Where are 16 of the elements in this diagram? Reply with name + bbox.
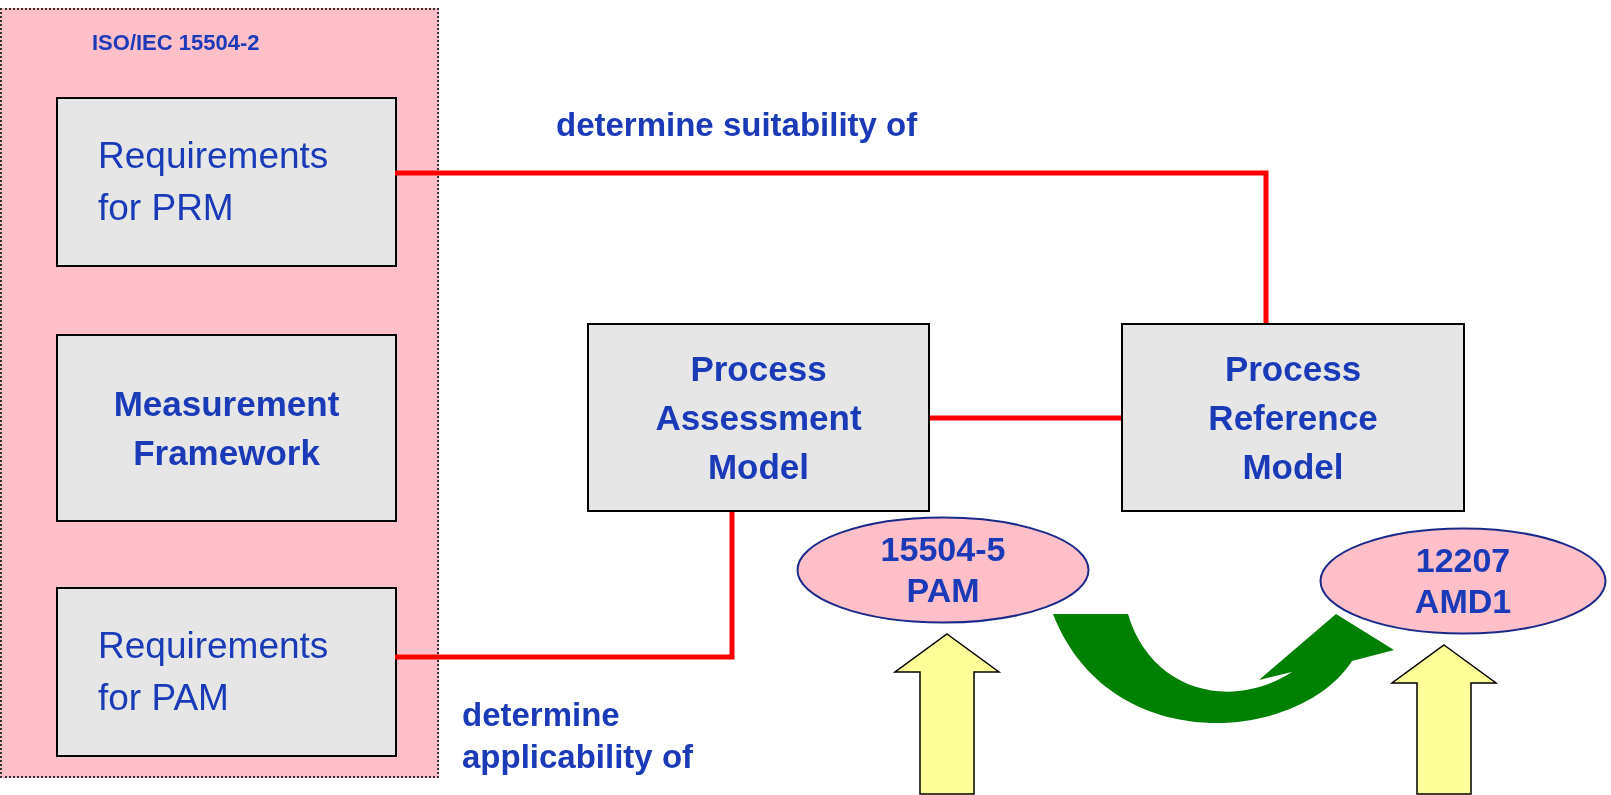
connector-line — [395, 512, 735, 660]
standard-panel — [0, 8, 439, 778]
process-box: Requirements for PAM — [56, 587, 397, 757]
panel-title: ISO/IEC 15504-2 — [92, 30, 260, 56]
ellipse-node: 15504-5 PAM — [796, 516, 1090, 624]
block-arrow — [1389, 644, 1499, 795]
connector-line — [395, 170, 1269, 323]
process-box: Process Assessment Model — [587, 323, 930, 512]
ellipse-node: 12207 AMD1 — [1319, 527, 1607, 635]
process-box: Measurement Framework — [56, 334, 397, 522]
block-arrow — [892, 633, 1002, 795]
edge-label: determine suitability of — [556, 105, 919, 145]
edge-label: determine applicability of — [462, 695, 695, 778]
process-box: Requirements for PRM — [56, 97, 397, 267]
process-box: Process Reference Model — [1121, 323, 1465, 512]
connector-line — [930, 415, 1121, 421]
